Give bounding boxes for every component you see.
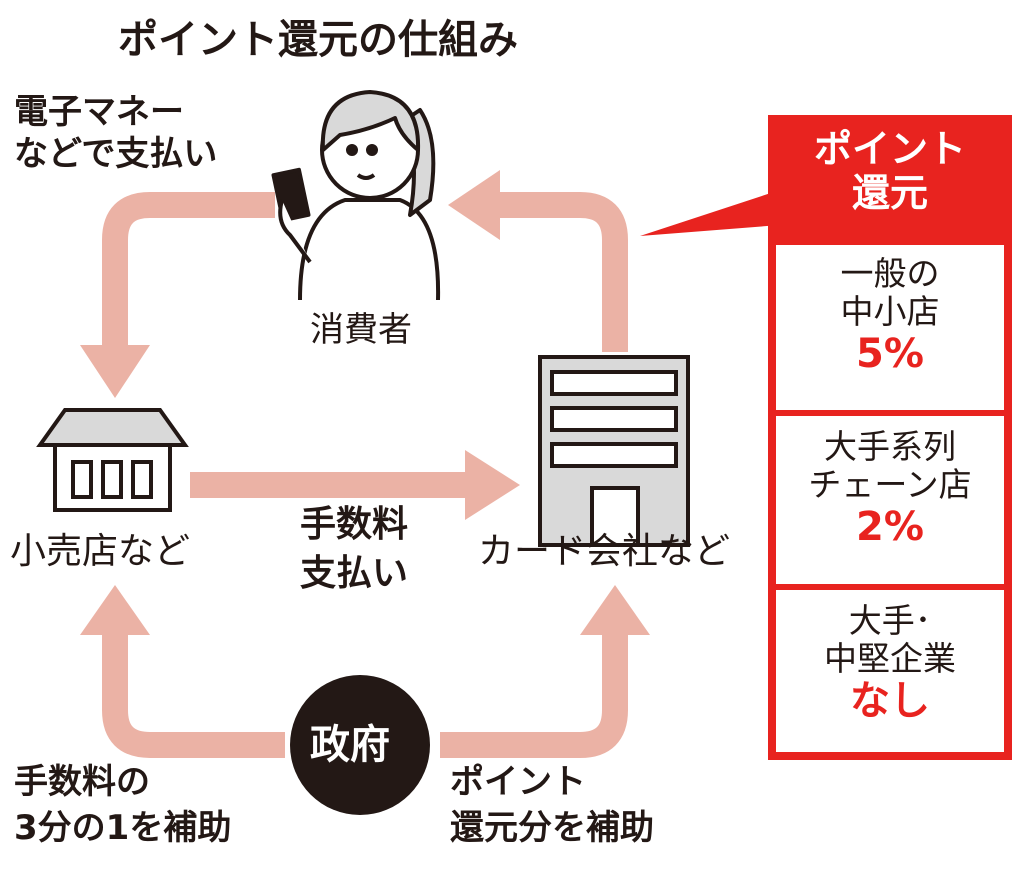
panel-row-large-firms: 大手･ 中堅企業 なし bbox=[776, 590, 1004, 752]
point-subsidy-2: 還元分を補助 bbox=[450, 808, 654, 848]
fee-label-2: 支払い bbox=[300, 553, 409, 594]
row-rate: 2% bbox=[856, 503, 924, 550]
page-title: ポイント還元の仕組み bbox=[118, 17, 518, 63]
retailer-house-icon bbox=[36, 408, 189, 512]
point-subsidy-1: ポイント bbox=[450, 762, 586, 802]
arrow-card-to-consumer bbox=[495, 192, 628, 352]
callout-pointer bbox=[640, 190, 780, 236]
row-line1: 大手･ bbox=[848, 601, 932, 640]
panel-row-small-shops: 一般の 中小店 5% bbox=[776, 245, 1004, 410]
fee-subsidy-1: 手数料の bbox=[14, 762, 150, 802]
arrowhead-up-right bbox=[580, 585, 650, 635]
government-circle bbox=[290, 675, 430, 815]
arrowhead-down bbox=[80, 345, 150, 398]
arrow-gov-to-card bbox=[440, 630, 628, 758]
row-rate: なし bbox=[850, 677, 930, 724]
arrowhead-left bbox=[448, 170, 500, 240]
card-company-building-icon bbox=[538, 355, 690, 547]
panel-header-line1: ポイント bbox=[813, 127, 966, 171]
row-line2: 中小店 bbox=[840, 291, 940, 331]
row-rate: 5% bbox=[856, 330, 924, 377]
arrowhead-up-left bbox=[80, 585, 150, 635]
pay-label-1: 電子マネー bbox=[14, 92, 184, 132]
arrow-gov-to-retailer bbox=[102, 630, 285, 758]
row-line1: 一般の bbox=[840, 254, 940, 293]
fee-label-1: 手数料 bbox=[300, 504, 409, 545]
arrowhead-right bbox=[465, 450, 520, 520]
row-line2: チェーン店 bbox=[808, 464, 972, 504]
consumer-label: 消費者 bbox=[310, 310, 412, 350]
consumer-illustration bbox=[271, 90, 441, 301]
panel-header: ポイント 還元 bbox=[768, 127, 1012, 215]
panel-header-line2: 還元 bbox=[851, 170, 928, 215]
row-line2: 中堅企業 bbox=[824, 638, 956, 678]
retailer-label: 小売店など bbox=[10, 531, 191, 572]
pay-label-2: などで支払い bbox=[14, 134, 218, 174]
panel-row-chain-stores: 大手系列 チェーン店 2% bbox=[776, 416, 1004, 584]
arrow-consumer-to-retailer bbox=[102, 192, 275, 350]
fee-subsidy-2: 3分の1を補助 bbox=[14, 808, 232, 848]
government-label: 政府 bbox=[310, 722, 390, 768]
row-line1: 大手系列 bbox=[824, 427, 956, 466]
card-company-label: カード会社など bbox=[478, 531, 731, 572]
